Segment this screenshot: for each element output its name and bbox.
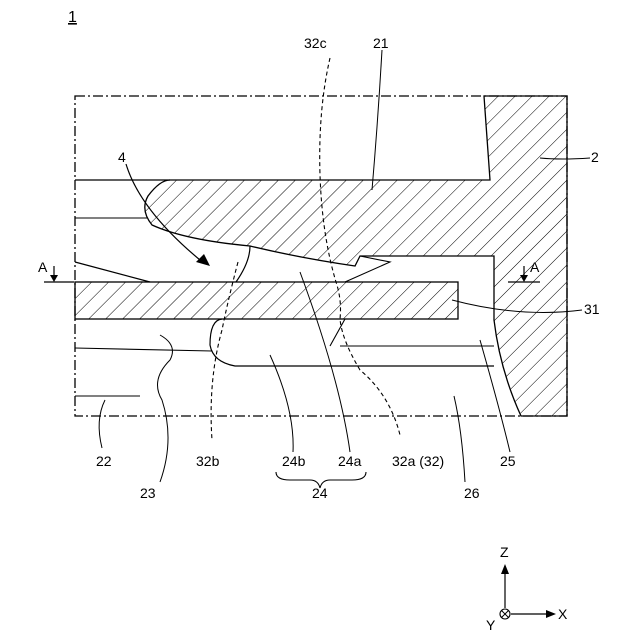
label-24a: 24a (338, 453, 362, 469)
label-2: 2 (591, 149, 599, 165)
line-wedge (75, 262, 150, 282)
label-21: 21 (373, 35, 389, 51)
label-26: 26 (464, 485, 480, 501)
axis-y-label: Y (486, 617, 496, 633)
section-a-left-label: A (38, 259, 48, 275)
figure-number: 1 (68, 9, 77, 26)
line-lower-gap (75, 348, 212, 351)
axis-z-label: Z (500, 544, 509, 560)
label-24b: 24b (282, 453, 306, 469)
label-25: 25 (500, 453, 516, 469)
line-lower-mid-stub (330, 319, 345, 346)
label-32c: 32c (304, 35, 327, 51)
label-22: 22 (96, 453, 112, 469)
label-31: 31 (584, 301, 600, 317)
leader-26 (454, 396, 465, 482)
section-a-left-head (50, 275, 58, 282)
axis-x-label: X (558, 606, 568, 622)
label-4: 4 (118, 149, 126, 165)
label-32a: 32a (32) (392, 453, 444, 469)
housing-2 (145, 96, 567, 416)
leader-22 (99, 400, 105, 448)
label-32b: 32b (196, 453, 220, 469)
axis-x-head (546, 610, 556, 618)
label-23: 23 (140, 485, 156, 501)
section-a-right-label: A (530, 259, 540, 275)
line-lower-bump (210, 319, 494, 366)
line-gap-24a (236, 246, 250, 282)
leader-21 (372, 50, 382, 190)
axis-z-head (501, 564, 509, 574)
plate-31 (75, 282, 458, 319)
arrow-4-head (196, 254, 210, 266)
leader-23 (158, 335, 173, 482)
leader-24b (270, 355, 293, 452)
label-24: 24 (312, 485, 328, 501)
